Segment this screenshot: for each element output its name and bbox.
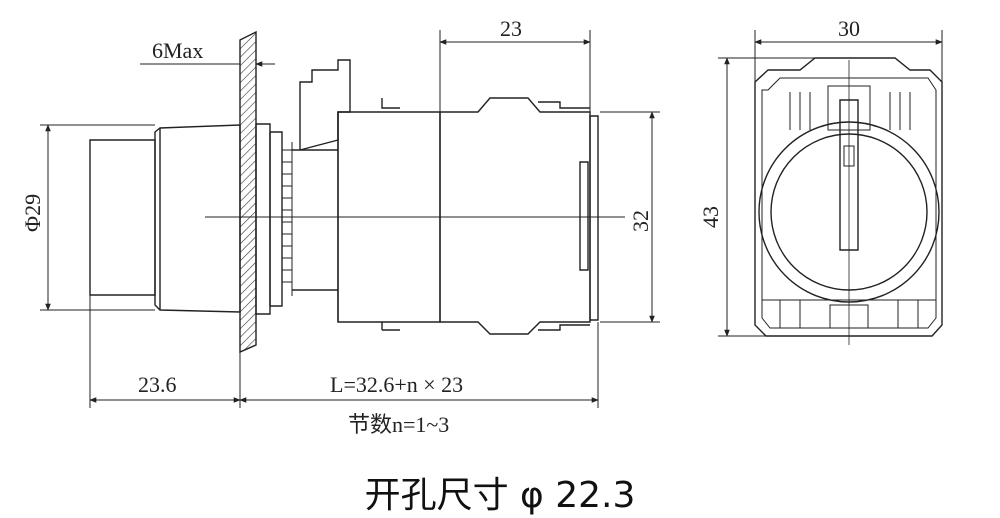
label-6max: 6Max [152,38,203,63]
contact-block-2 [440,98,590,334]
front-view [718,30,943,345]
side-view [40,30,660,408]
mounting-bracket [300,60,350,150]
button-cap [90,140,155,295]
cutout-size-caption: 开孔尺寸 φ 22.3 [364,475,636,516]
label-phi-29: Φ29 [20,194,45,232]
thread-lines [282,142,292,296]
bezel [155,125,240,312]
label-bezel-23-6: 23.6 [138,372,177,397]
threaded-collar [256,124,270,314]
label-section-count: 节数n=1~3 [348,412,449,437]
label-length-formula: L=32.6+n × 23 [330,372,463,397]
label-width-30: 30 [838,16,860,41]
label-height-32: 32 [628,210,653,232]
label-height-43: 43 [698,206,723,228]
mounting-panel [239,30,257,354]
label-width-23: 23 [500,16,522,41]
